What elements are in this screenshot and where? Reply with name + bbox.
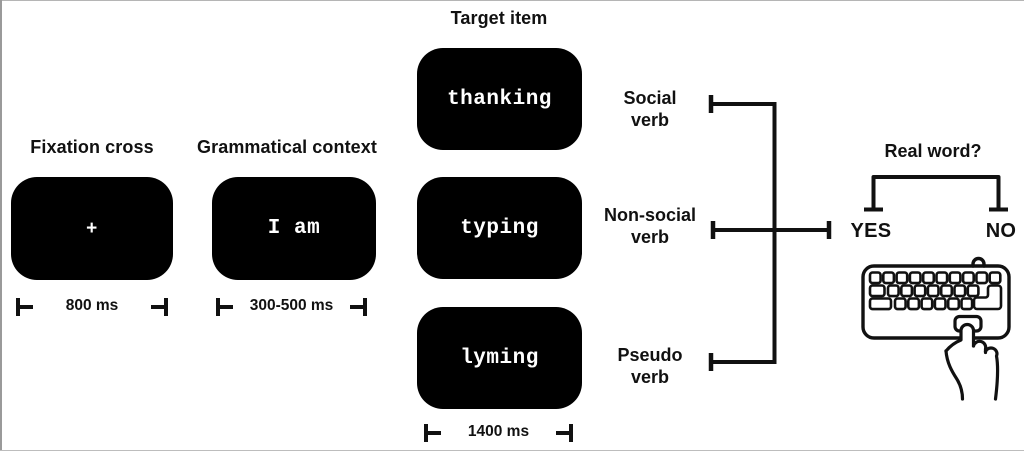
- category-pseudo-line2: verb: [630, 367, 670, 387]
- target-label: Target item: [450, 8, 548, 28]
- nonsocial-verb-connector-line: [710, 221, 832, 239]
- pressed-key: [953, 314, 983, 333]
- target-word-social: thanking: [447, 87, 552, 111]
- context-screen: I am: [212, 177, 376, 280]
- context-label: Grammatical context: [197, 137, 377, 157]
- category-label-social: Social verb: [588, 87, 712, 131]
- pseudo-verb-connector-line: [708, 353, 777, 371]
- category-social-line2: verb: [630, 110, 670, 130]
- duration-end-tick: [346, 298, 367, 316]
- category-label-pseudo: Pseudo verb: [588, 344, 712, 388]
- fixation-duration-text: 800 ms: [65, 297, 119, 314]
- context-duration-text: 300-500 ms: [249, 297, 334, 314]
- enter-key: [972, 284, 1003, 311]
- duration-start-tick: [216, 298, 237, 316]
- context-duration: 300-500 ms: [216, 297, 367, 316]
- category-pseudo-line1: Pseudo: [617, 345, 683, 365]
- fixation-screen: +: [11, 177, 173, 280]
- category-nonsocial-line2: verb: [630, 227, 670, 247]
- target-screen-nonsocial: typing: [417, 177, 582, 279]
- figure-border-left: [0, 0, 2, 451]
- hand-icon: [944, 322, 1000, 401]
- social-verb-connector-line: [708, 95, 777, 113]
- category-label-nonsocial: Non-social verb: [588, 204, 712, 248]
- yes-label: YES: [850, 220, 892, 242]
- fixation-label: Fixation cross: [30, 137, 154, 157]
- category-nonsocial-line1: Non-social: [603, 205, 696, 225]
- target-screen-social: thanking: [417, 48, 582, 150]
- keyboard-icon: [861, 256, 1011, 401]
- target-word-nonsocial: typing: [460, 216, 539, 240]
- duration-end-tick: [552, 424, 573, 442]
- response-question: Real word?: [884, 141, 982, 161]
- target-duration: 1400 ms: [424, 423, 573, 442]
- fixation-cross-text: +: [86, 217, 98, 240]
- target-duration-text: 1400 ms: [467, 423, 530, 440]
- no-label: NO: [985, 220, 1017, 242]
- duration-start-tick: [424, 424, 445, 442]
- context-screen-text: I am: [267, 217, 321, 240]
- duration-start-tick: [16, 298, 37, 316]
- fixation-duration: 800 ms: [16, 297, 168, 316]
- figure-border-top: [0, 0, 1024, 1]
- target-word-pseudo: lyming: [460, 346, 539, 370]
- target-screen-pseudo: lyming: [417, 307, 582, 409]
- category-social-line1: Social: [623, 88, 677, 108]
- duration-end-tick: [147, 298, 168, 316]
